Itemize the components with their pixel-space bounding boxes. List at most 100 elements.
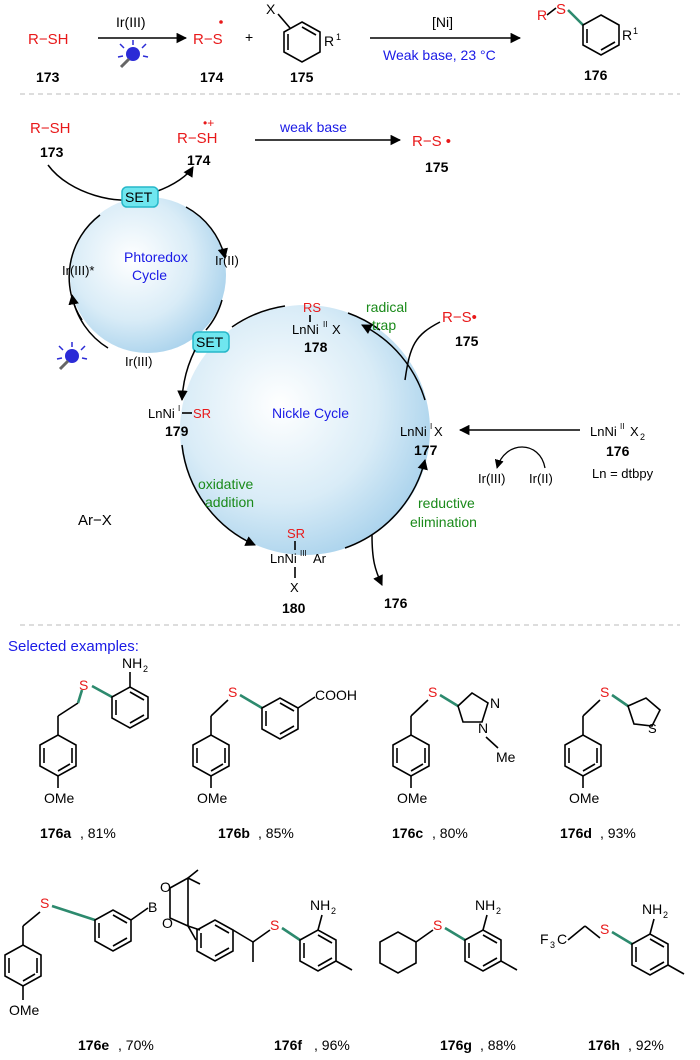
nickel-sphere: [180, 305, 430, 555]
mech-label-175: 175: [425, 159, 449, 175]
svg-text:R: R: [537, 7, 547, 23]
light-bulb-icon-2: [55, 340, 89, 371]
svg-text:O: O: [162, 915, 173, 931]
example-id: 176a: [40, 825, 71, 841]
product-176: R S R 1: [537, 1, 638, 56]
nickle-cycle-title: Nickle Cycle: [272, 405, 349, 421]
lnni-178: LnNi: [292, 322, 319, 337]
rs-178: RS: [303, 300, 321, 315]
svg-text:S: S: [428, 684, 437, 700]
svg-text:, 96%: , 96%: [314, 1037, 350, 1053]
mech-rs-radical: R−S •: [412, 133, 451, 150]
svg-text:X: X: [290, 580, 299, 595]
example-176c: S N N Me OMe 176c , 80%: [392, 684, 516, 841]
svg-text:S: S: [648, 721, 657, 736]
photoredox-title-1: Phtoredox: [124, 249, 188, 265]
lnni-180: LnNi: [270, 551, 297, 566]
arrow-product-out: [371, 534, 383, 586]
svg-text:X: X: [434, 424, 443, 439]
svg-text:2: 2: [640, 432, 645, 442]
mechanism: R−SH 173 R−SH •+ 174 weak base R−S • 175…: [30, 116, 654, 616]
mech-rsh-cation: R−SH: [177, 130, 217, 147]
svg-text:2: 2: [663, 910, 668, 920]
svg-text:SR: SR: [193, 406, 211, 421]
ir-catalyst: Ir(III): [116, 14, 146, 30]
nickel-arc-c: [181, 444, 256, 546]
elimination-label: elimination: [410, 514, 477, 530]
set-label-2: SET: [196, 334, 224, 350]
label-174: 174: [200, 69, 224, 85]
svg-text:176c: 176c: [392, 825, 423, 841]
svg-text:176e: 176e: [78, 1037, 109, 1053]
svg-text:NH: NH: [475, 897, 495, 913]
svg-text:176f: 176f: [274, 1037, 302, 1053]
rs-radical-right: R−S•: [442, 309, 477, 326]
arx-reagent: Ar−X: [78, 512, 112, 529]
radical-in-arrow: [404, 321, 441, 381]
svg-text:N: N: [490, 695, 500, 711]
label-176-right: 176: [606, 443, 630, 459]
svg-text:S: S: [270, 917, 279, 933]
svg-text:OMe: OMe: [397, 790, 428, 806]
svg-text:II: II: [323, 320, 327, 329]
sr-180: SR: [287, 526, 305, 541]
svg-text:176h: 176h: [588, 1037, 620, 1053]
ln-definition: Ln = dtbpy: [592, 466, 654, 481]
svg-text:S: S: [228, 684, 237, 700]
set-label-1: SET: [125, 189, 153, 205]
radical-dot: [219, 20, 223, 24]
label-175: 175: [290, 69, 314, 85]
svg-text:I: I: [178, 404, 180, 413]
nickel-arc-d: [344, 458, 428, 549]
photoredox-arc-bottom: [68, 293, 109, 349]
light-bulb-icon: [116, 38, 150, 69]
example-176b: S COOH OMe 176b , 85%: [192, 684, 357, 841]
svg-text:, 93%: , 93%: [600, 825, 636, 841]
svg-text:X: X: [630, 424, 639, 439]
label-178: 178: [304, 339, 328, 355]
svg-text:OMe: OMe: [44, 790, 75, 806]
ir-redox-arrow: [494, 446, 546, 469]
nickel-arc-b: [361, 324, 426, 401]
mech-label-173: 173: [40, 144, 64, 160]
svg-text:3: 3: [550, 940, 555, 950]
example-176e: S B O O OMe 176e , 70%: [4, 869, 201, 1053]
rs-radical-174: R−S: [193, 31, 223, 48]
svg-text:S: S: [79, 677, 88, 693]
svg-text:III: III: [300, 549, 307, 558]
ir-iii-right: Ir(III): [478, 471, 505, 486]
weak-base-label: weak base: [279, 119, 347, 135]
svg-text:COOH: COOH: [315, 687, 357, 703]
x-label: X: [266, 1, 276, 17]
photoredox-sphere: [70, 197, 226, 353]
svg-text:176g: 176g: [440, 1037, 472, 1053]
svg-text:•+: •+: [203, 116, 214, 130]
rsh-173: R−SH: [28, 31, 68, 48]
set-badge-1: [121, 186, 159, 208]
ir-ii: Ir(II): [215, 253, 239, 268]
svg-text:S: S: [600, 921, 609, 937]
svg-text:OMe: OMe: [569, 790, 600, 806]
radical-label: radical: [366, 299, 407, 315]
ir-iii-star: Ir(III)*: [62, 263, 95, 278]
examples-heading: Selected examples:: [8, 638, 139, 655]
svg-text:R: R: [622, 27, 632, 43]
svg-text:OMe: OMe: [197, 790, 228, 806]
svg-text:2: 2: [143, 664, 148, 674]
svg-text:2: 2: [496, 906, 501, 916]
svg-text:C: C: [557, 931, 567, 947]
svg-text:II: II: [620, 422, 624, 431]
ir-iii-bottom: Ir(III): [125, 354, 152, 369]
arrow-set-out: [154, 166, 194, 193]
mech-label-174: 174: [187, 152, 211, 168]
aryl-halide-175: X R 1: [266, 1, 341, 63]
nickel-arc-a: [177, 349, 196, 402]
label-176: 176: [584, 67, 608, 83]
label-179: 179: [165, 423, 189, 439]
svg-text:176d: 176d: [560, 825, 592, 841]
conditions: Weak base, 23 °C: [383, 47, 496, 63]
plus-sign: +: [245, 29, 253, 45]
svg-text:S: S: [433, 917, 442, 933]
